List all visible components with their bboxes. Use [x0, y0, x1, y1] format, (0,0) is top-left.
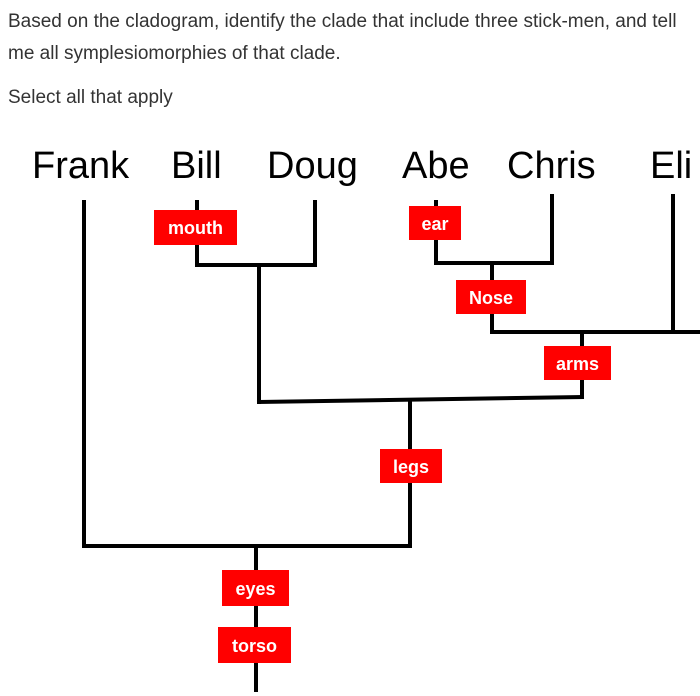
question-instruction: Select all that apply: [8, 87, 173, 108]
question-prompt: Based on the cladogram, identify the cla…: [8, 11, 677, 64]
trait-label-torso: torso: [218, 627, 291, 663]
trait-text-legs: legs: [393, 457, 429, 477]
trait-text-torso: torso: [232, 636, 277, 656]
taxon-label-abe: Abe: [402, 145, 470, 187]
trait-label-eyes: eyes: [222, 570, 289, 606]
taxon-label-chris: Chris: [507, 145, 596, 187]
trait-text-ear: ear: [421, 214, 448, 234]
trait-text-eyes: eyes: [235, 579, 275, 599]
cladogram-branches: [82, 194, 700, 692]
taxon-label-eli: Eli: [650, 145, 692, 187]
node-five-taxa: [256, 394, 585, 405]
taxon-label-frank: Frank: [32, 145, 130, 187]
trait-label-arms: arms: [544, 346, 611, 380]
trait-text-arms: arms: [556, 354, 599, 374]
taxon-label-doug: Doug: [267, 145, 358, 187]
taxon-label-bill: Bill: [171, 145, 222, 187]
trait-text-nose: Nose: [469, 288, 513, 308]
trait-label-legs: legs: [380, 449, 442, 483]
trait-label-mouth: mouth: [154, 210, 237, 245]
trait-label-ear: ear: [409, 206, 461, 240]
trait-label-nose: Nose: [456, 280, 526, 314]
trait-text-mouth: mouth: [168, 218, 223, 238]
